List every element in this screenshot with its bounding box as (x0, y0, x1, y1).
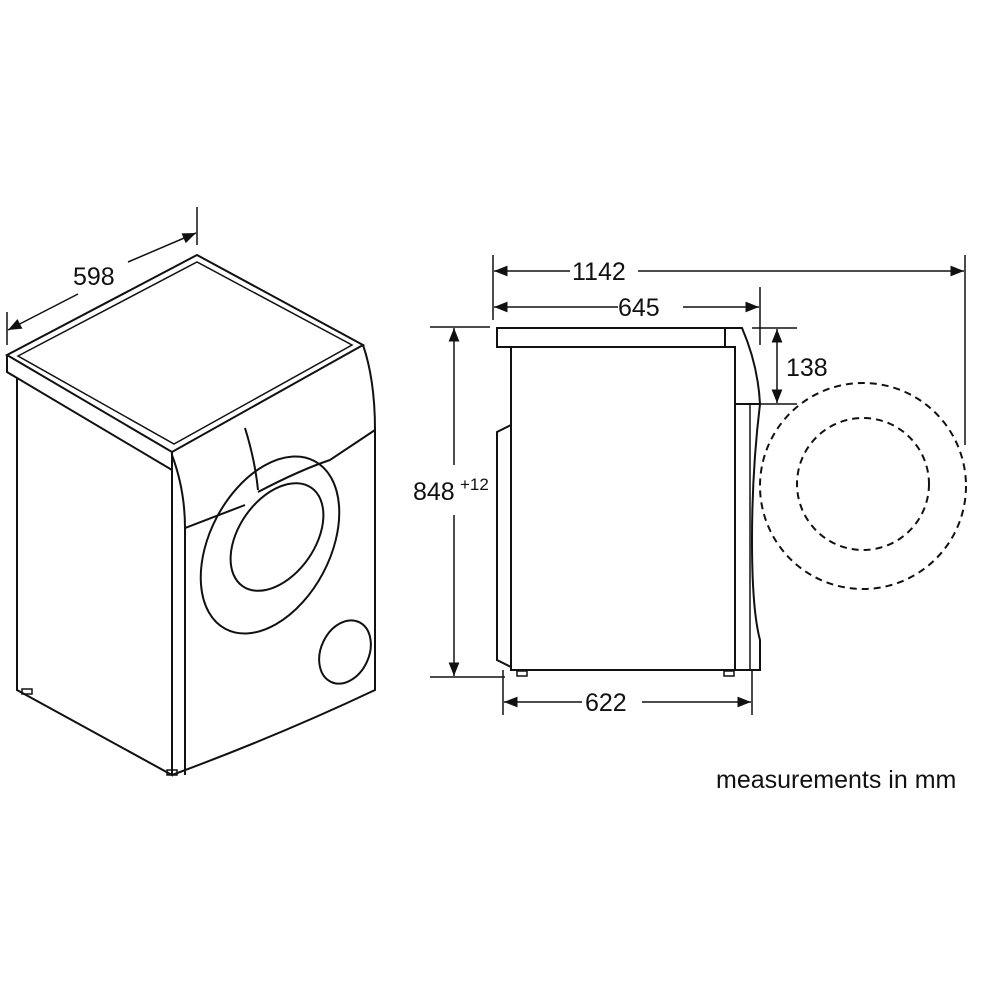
washer-side-view: 1142 645 138 848 +12 622 (413, 255, 967, 717)
width-598-label: 598 (73, 263, 115, 291)
dim-848-tolerance: +12 (460, 475, 489, 494)
dim-1142-label: 1142 (572, 258, 626, 286)
dim-138-label: 138 (786, 354, 828, 382)
dim-848-label: 848 (413, 478, 455, 506)
dim-622-label: 622 (585, 689, 627, 717)
washer-isometric-view: 598 (4, 207, 376, 777)
dim-645-label: 645 (618, 294, 660, 322)
measurements-note: measurements in mm (716, 766, 957, 794)
